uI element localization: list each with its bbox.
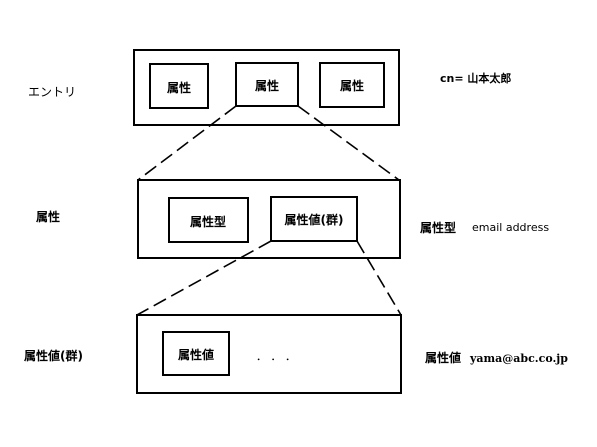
attribute-type-box	[168, 197, 249, 243]
entry-attribute-label-1: 属性	[167, 80, 191, 95]
attribute-value-box-label: 属性値(群)	[285, 212, 344, 227]
entry-attribute-box-3	[319, 62, 385, 108]
entry-example-text: cn= 山本太郎	[440, 71, 511, 85]
attribute-value-box	[270, 196, 358, 242]
value-ellipsis: ． ． ．	[256, 350, 296, 363]
attribute-example-type: 属性型	[420, 220, 456, 235]
value-example-value: yama@abc.co.jp	[469, 352, 568, 365]
value-label: 属性値(群)	[24, 348, 83, 363]
value-container	[136, 314, 402, 394]
entry-attribute-label-3: 属性	[340, 78, 364, 93]
attribute-example-name: email address	[472, 221, 549, 234]
expand-line-right-2	[356, 240, 402, 316]
entry-attribute-box-2	[235, 62, 299, 107]
value-example-type: 属性値	[425, 350, 461, 365]
expand-line-left-2	[136, 240, 272, 316]
attribute-type-box-label: 属性型	[190, 214, 226, 229]
expand-line-left-1	[137, 105, 237, 181]
value-box-label: 属性値	[178, 347, 214, 362]
expand-line-right-1	[297, 105, 400, 181]
entry-label: エントリ	[28, 85, 76, 99]
entry-attribute-label-2: 属性	[255, 78, 279, 93]
value-box	[162, 331, 230, 376]
entry-attribute-box-1	[149, 63, 209, 109]
attribute-label: 属性	[36, 209, 60, 224]
